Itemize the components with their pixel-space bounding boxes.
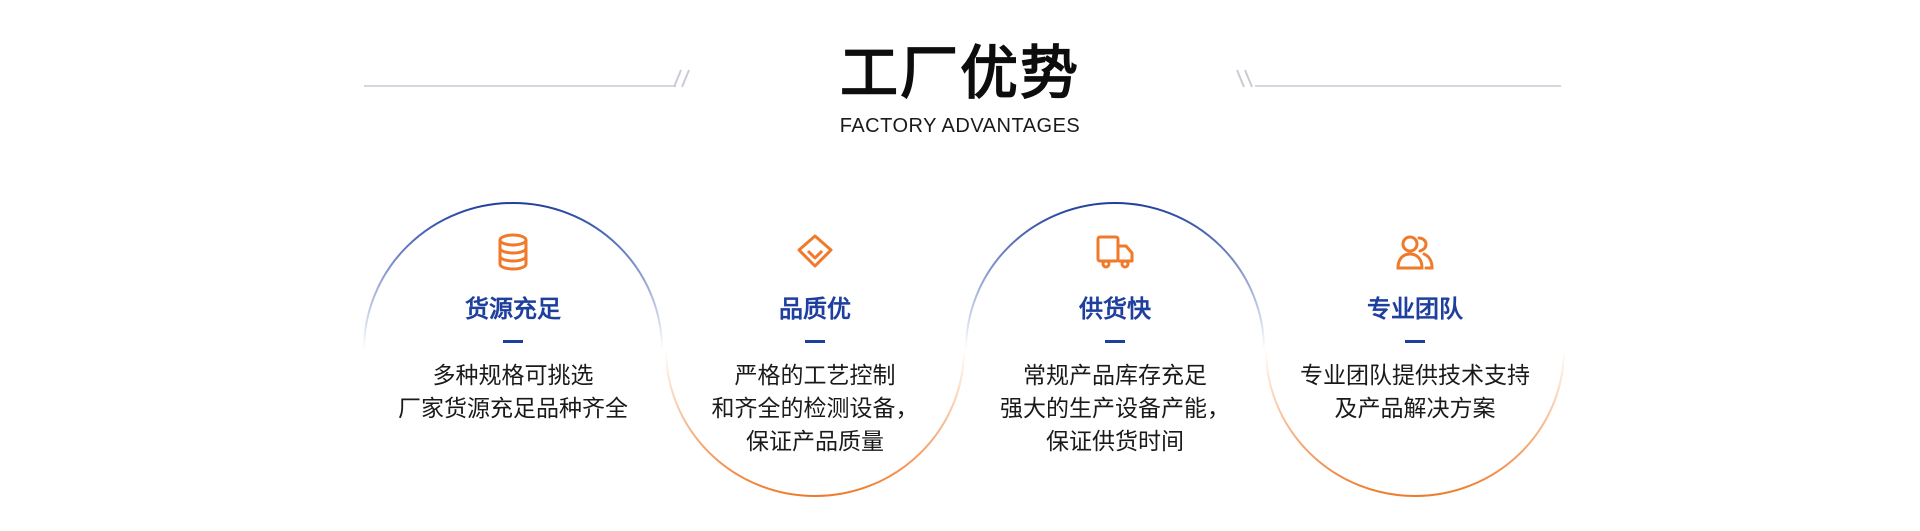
feature-arc-bottom: [1265, 349, 1565, 497]
feature-description-line: 多种规格可挑选: [432, 363, 594, 389]
feature-description: 严格的工艺控制 和齐全的检测设备， 保证产品质量: [665, 360, 965, 459]
feature-description-line: 强大的生产设备产能，: [1000, 396, 1230, 422]
feature-description-line: 保证供货时间: [1046, 429, 1184, 455]
feature-description-line: 和齐全的检测设备，: [711, 396, 919, 422]
feature-title: 品质优: [779, 295, 851, 323]
feature-card-quality: 品质优 严格的工艺控制 和齐全的检测设备， 保证产品质量: [665, 202, 965, 497]
feature-arc-bottom: [665, 349, 965, 497]
feature-divider: [805, 340, 825, 343]
section-header: 工厂优势 FACTORY ADVANTAGES: [0, 0, 1920, 150]
feature-title: 专业团队: [1367, 295, 1463, 323]
feature-arc-top: [965, 202, 1265, 350]
page-subtitle: FACTORY ADVANTAGES: [839, 115, 1081, 137]
feature-description-line: 厂家货源充足品种齐全: [398, 396, 628, 422]
feature-title: 货源充足: [465, 295, 561, 323]
team-icon: [1396, 235, 1434, 270]
feature-card-supply: 货源充足 多种规格可挑选 厂家货源充足品种齐全: [363, 202, 663, 497]
feature-card-delivery: 供货快 常规产品库存充足 强大的生产设备产能， 保证供货时间: [965, 202, 1265, 497]
feature-divider: [1105, 340, 1125, 343]
page-title: 工厂优势: [839, 39, 1080, 107]
feature-title: 供货快: [1079, 295, 1151, 323]
feature-description-line: 常规产品库存充足: [1023, 363, 1207, 389]
feature-description-line: 及产品解决方案: [1334, 396, 1496, 422]
header-divider-right: [1255, 85, 1561, 87]
feature-divider: [503, 340, 523, 343]
feature-description-line: 严格的工艺控制: [734, 363, 896, 389]
feature-arc-top: [363, 202, 663, 350]
feature-description-line: 专业团队提供技术支持: [1300, 363, 1530, 389]
feature-description-line: 保证产品质量: [746, 429, 884, 455]
double-slash-left-icon: [673, 69, 690, 88]
database-icon: [498, 233, 528, 271]
truck-icon: [1096, 235, 1134, 269]
feature-description: 常规产品库存充足 强大的生产设备产能， 保证供货时间: [965, 360, 1265, 459]
diamond-icon: [797, 234, 833, 268]
feature-divider: [1405, 340, 1425, 343]
double-slash-right-icon: [1236, 69, 1253, 88]
feature-description: 专业团队提供技术支持 及产品解决方案: [1265, 360, 1565, 426]
header-divider-left: [364, 85, 676, 87]
feature-description: 多种规格可挑选 厂家货源充足品种齐全: [363, 360, 663, 426]
feature-card-team: 专业团队 专业团队提供技术支持 及产品解决方案: [1265, 202, 1565, 497]
